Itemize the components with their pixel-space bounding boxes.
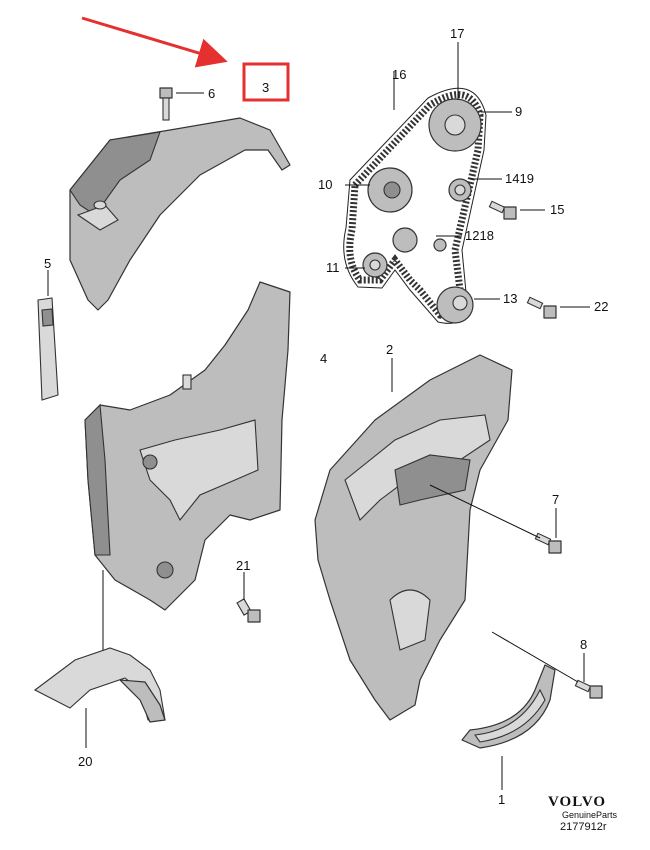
bolt-15[interactable] (488, 200, 545, 220)
brand-subtitle: GenuineParts (562, 810, 618, 820)
brand-name: VOLVO (548, 794, 606, 810)
timing-belt-assembly[interactable] (343, 42, 512, 324)
bolt-8[interactable] (491, 631, 603, 699)
callout-22[interactable]: 22 (594, 299, 608, 314)
callout-20[interactable]: 20 (78, 754, 92, 769)
callout-21[interactable]: 21 (236, 558, 250, 573)
clip-5[interactable] (37, 270, 59, 401)
callout-11[interactable]: 11 (326, 260, 340, 275)
callout-9[interactable]: 9 (515, 104, 522, 119)
callout-8[interactable]: 8 (580, 637, 587, 652)
part-1-lower-guard[interactable] (461, 664, 556, 790)
bolt-21[interactable] (236, 572, 261, 623)
diagram-number: 2177912r (560, 821, 607, 833)
callout-13[interactable]: 13 (503, 291, 517, 306)
callout-16[interactable]: 16 (392, 67, 406, 82)
part-2-front-cover[interactable] (314, 354, 513, 721)
callout-4[interactable]: 4 (320, 351, 327, 366)
part-20-lower-guard[interactable] (33, 570, 166, 748)
bolt-6[interactable] (159, 87, 204, 121)
red-pointer-arrow (81, 16, 228, 68)
callout-1[interactable]: 1 (498, 792, 505, 807)
callout-15[interactable]: 15 (550, 202, 564, 217)
bolt-7[interactable] (429, 484, 562, 554)
callout-6[interactable]: 6 (208, 86, 215, 101)
part-4-rear-cover[interactable] (84, 281, 291, 611)
callout-1218[interactable]: 1218 (465, 228, 494, 243)
callout-10[interactable]: 10 (318, 177, 332, 192)
callout-1419[interactable]: 1419 (505, 171, 534, 186)
bolt-22[interactable] (526, 296, 590, 319)
callout-5[interactable]: 5 (44, 256, 51, 271)
callout-17[interactable]: 17 (450, 26, 464, 41)
callout-7[interactable]: 7 (552, 492, 559, 507)
callout-2[interactable]: 2 (386, 342, 393, 357)
part-3-upper-cover[interactable] (69, 117, 291, 311)
highlight-box-part-3 (242, 62, 290, 102)
callout-3[interactable]: 3 (262, 80, 269, 95)
